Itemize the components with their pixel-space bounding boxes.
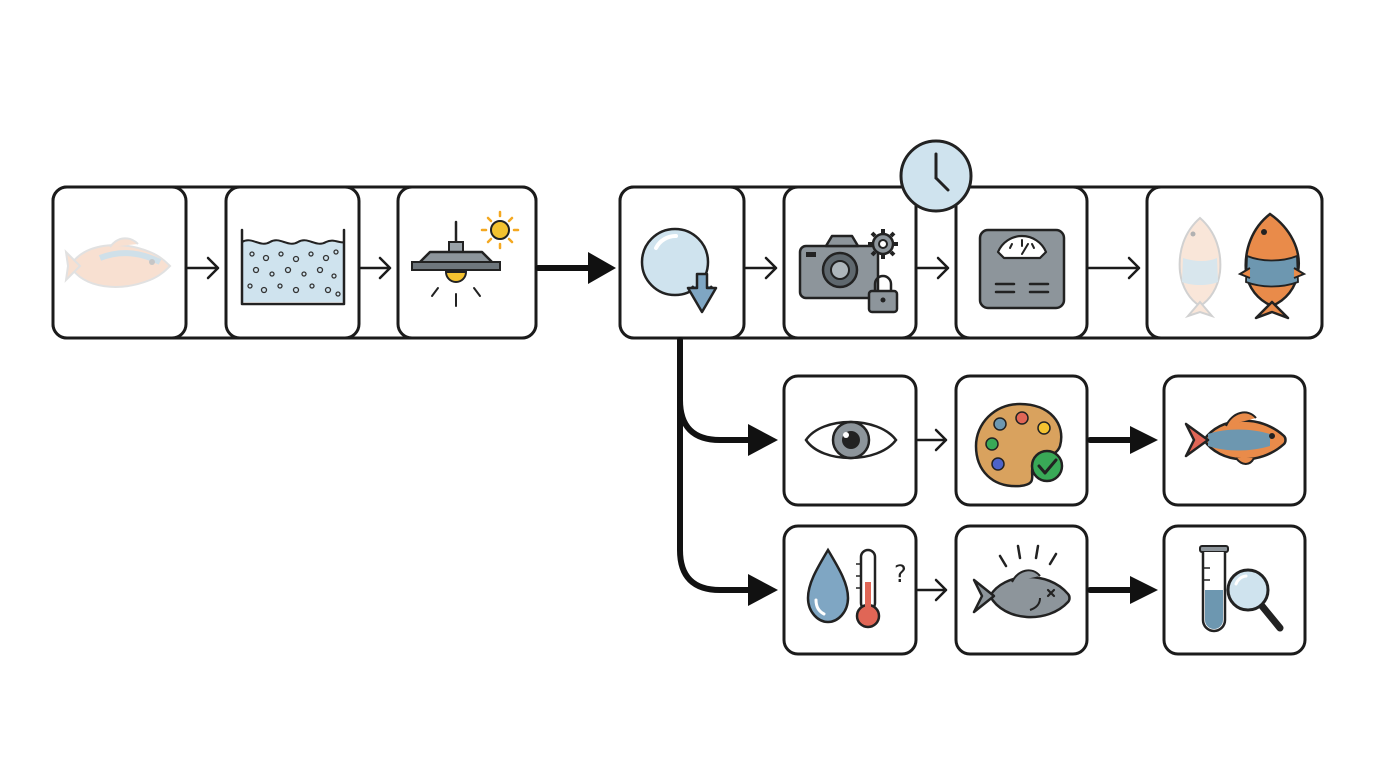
node-v1[interactable] [782,374,918,507]
fish-pair-icon [1178,212,1307,320]
test-tube-magnifier-icon [1199,545,1284,633]
colored-fish-icon [1184,411,1287,465]
node-v3[interactable] [1162,374,1307,507]
arrow-v2-v3-head [1130,426,1158,454]
drop-thermometer-icon [806,547,881,629]
scale-icon [978,228,1066,310]
branch-upper-head [748,424,778,456]
arrow-m3-m4 [1087,256,1141,280]
node-v2[interactable] [954,374,1089,507]
node-m3[interactable] [954,185,1089,340]
node-p3[interactable] [396,185,538,340]
timer-badge [899,139,973,213]
arrow-v1-v2 [916,428,948,452]
arrow-c2-c3-head [1130,576,1158,604]
arrow-p2-p3 [359,256,392,280]
eye-icon [804,420,898,460]
node-m2[interactable] [782,185,918,340]
faded-fish-icon [64,237,172,288]
arrow-c1-c2 [916,578,948,602]
lamp-sun-icon [411,210,520,307]
clock-icon [934,152,950,192]
node-c2[interactable] [954,524,1089,656]
node-m4[interactable] [1145,185,1324,340]
branch-lower-head [748,574,778,606]
water-tank-icon [240,228,346,306]
arrow-p1-p2 [186,256,220,280]
node-p1[interactable] [51,185,188,340]
branch-trunk [677,337,753,593]
arrow-m1-m2 [744,256,778,280]
palette-check-icon [974,402,1064,488]
arrow-prep-to-main-head [588,252,616,284]
locked-camera-icon [798,229,899,314]
question-mark: ? [894,560,907,588]
node-p2[interactable] [224,185,361,340]
drop-down-icon [640,227,718,314]
branch-upper [677,397,753,443]
node-c1[interactable]: ? [782,524,918,656]
node-m1[interactable] [618,185,746,340]
alarmed-fish-icon [972,544,1071,619]
node-c3[interactable] [1162,524,1307,656]
arrow-m2-m3 [916,256,950,280]
